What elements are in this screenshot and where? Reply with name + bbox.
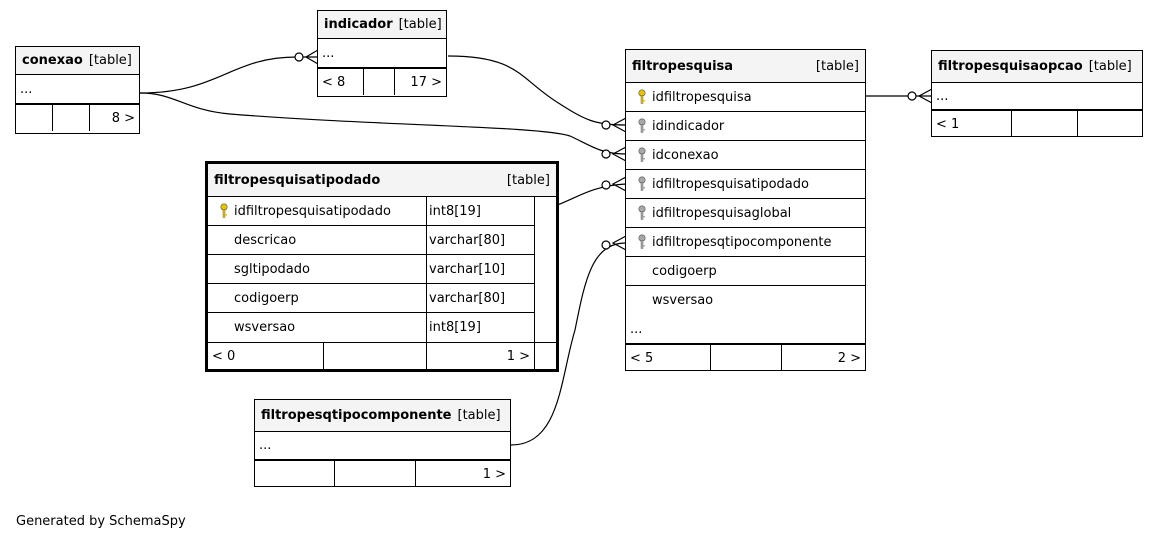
parent-count: < 8 bbox=[318, 69, 364, 95]
column-row: idfiltropesqtipocomponente bbox=[626, 228, 865, 257]
column-name: codigoerp bbox=[234, 290, 299, 306]
column-name: wsversao bbox=[234, 320, 296, 335]
child-count: 1 > bbox=[427, 343, 535, 369]
parent-count: < 1 bbox=[932, 111, 1012, 137]
primary-key-icon bbox=[218, 203, 230, 218]
parent-count: < 0 bbox=[208, 343, 324, 369]
rel-tipocomponente-filtropesquisa bbox=[510, 242, 627, 446]
column-row: idconexao bbox=[626, 141, 865, 170]
table-filtropesquisa[interactable]: filtropesquisa [table] idfiltropesquisa i… bbox=[625, 49, 866, 371]
table-name: filtropesquisatipodado bbox=[214, 172, 381, 188]
table-filtropesqtipocomponente[interactable]: filtropesqtipocomponente [table] ... 1 > bbox=[254, 399, 511, 487]
column-name: wsversao bbox=[652, 293, 714, 308]
rel-indicador-filtropesquisa bbox=[447, 55, 627, 126]
column-row: codigoerp bbox=[626, 257, 865, 286]
table-header: conexao [table] bbox=[16, 47, 139, 75]
column-row: sgltipodado bbox=[208, 255, 426, 284]
table-header: filtropesquisa [table] bbox=[626, 50, 865, 83]
foreign-key-icon bbox=[636, 205, 648, 220]
column-row: idfiltropesquisa bbox=[626, 83, 865, 112]
column-name: idconexao bbox=[652, 147, 719, 163]
rel-conexao-indicador bbox=[139, 56, 318, 94]
column-name: idfiltropesquisatipodado bbox=[652, 176, 809, 192]
column-row: idfiltropesquisatipodado bbox=[626, 170, 865, 199]
rel-conexao-filtropesquisa bbox=[139, 92, 627, 155]
child-count: 1 > bbox=[482, 466, 506, 482]
column-name: idfiltropesqtipocomponente bbox=[652, 234, 832, 250]
table-type: [table] bbox=[457, 408, 501, 423]
child-count: 17 > bbox=[410, 74, 442, 90]
column-datatype: int8[19] bbox=[427, 197, 534, 226]
child-count: 2 > bbox=[837, 350, 861, 366]
child-count: 8 > bbox=[111, 110, 135, 126]
table-footer: < 8 17 > bbox=[318, 68, 446, 95]
table-name: filtropesqtipocomponente bbox=[261, 408, 452, 423]
table-type: [table] bbox=[88, 53, 132, 68]
table-body: ... bbox=[255, 432, 510, 460]
table-header: filtropesquisaopcao [table] bbox=[932, 51, 1142, 83]
column-name: idfiltropesquisatipodado bbox=[234, 203, 391, 219]
column-name: sgltipodado bbox=[234, 261, 310, 277]
column-row: idfiltropesquisatipodado bbox=[208, 197, 426, 226]
column-datatype: varchar[10] bbox=[427, 255, 534, 284]
table-body: ... bbox=[318, 39, 446, 68]
column-name: codigoerp bbox=[652, 263, 717, 279]
table-footer: < 5 2 > bbox=[626, 344, 865, 371]
table-name: indicador bbox=[324, 17, 393, 32]
foreign-key-icon bbox=[636, 118, 648, 133]
table-indicador[interactable]: indicador [table] ... < 8 17 > bbox=[317, 10, 447, 97]
table-footer: < 0 1 > bbox=[208, 343, 556, 369]
column-name: idindicador bbox=[652, 118, 725, 134]
table-type: [table] bbox=[815, 58, 859, 74]
table-type: [table] bbox=[1088, 59, 1132, 74]
column-row: wsversao bbox=[208, 313, 426, 342]
foreign-key-icon bbox=[636, 234, 648, 249]
table-body: ... bbox=[932, 83, 1142, 110]
column-datatype: varchar[80] bbox=[427, 284, 534, 313]
foreign-key-icon bbox=[636, 147, 648, 162]
primary-key-icon bbox=[636, 89, 648, 104]
table-name: conexao bbox=[22, 53, 83, 68]
table-filtropesquisaopcao[interactable]: filtropesquisaopcao [table] ... < 1 bbox=[931, 50, 1143, 137]
table-type: [table] bbox=[398, 17, 442, 32]
column-row: idfiltropesquisaglobal bbox=[626, 199, 865, 228]
foreign-key-icon bbox=[636, 176, 648, 191]
column-row: codigoerp bbox=[208, 284, 426, 313]
column-name: descricao bbox=[234, 232, 297, 248]
column-row: descricao bbox=[208, 226, 426, 255]
table-filtropesquisatipodado[interactable]: filtropesquisatipodado [table] idfiltrop… bbox=[205, 161, 559, 372]
table-type: [table] bbox=[506, 172, 550, 188]
table-header: filtropesquisatipodado [table] bbox=[208, 164, 556, 197]
column-name: idfiltropesquisa bbox=[652, 89, 752, 105]
table-header: filtropesqtipocomponente [table] bbox=[255, 400, 510, 432]
parent-count: < 5 bbox=[626, 345, 711, 371]
generated-by-text: Generated by SchemaSpy bbox=[16, 514, 186, 529]
column-datatype: varchar[80] bbox=[427, 226, 534, 255]
column-row: wsversao bbox=[626, 286, 865, 315]
table-footer: < 1 bbox=[932, 110, 1142, 137]
table-name: filtropesquisaopcao bbox=[938, 59, 1083, 74]
table-body: ... bbox=[16, 75, 139, 104]
column-datatype: int8[19] bbox=[429, 320, 481, 335]
table-footer: 1 > bbox=[255, 460, 510, 487]
table-name: filtropesquisa bbox=[632, 58, 734, 74]
column-row: idindicador bbox=[626, 112, 865, 141]
table-header: indicador [table] bbox=[318, 11, 446, 39]
more-columns: ... bbox=[626, 315, 865, 344]
column-name: idfiltropesquisaglobal bbox=[652, 205, 792, 221]
table-footer: 8 > bbox=[16, 104, 139, 131]
table-conexao[interactable]: conexao [table] ... 8 > bbox=[15, 46, 140, 134]
